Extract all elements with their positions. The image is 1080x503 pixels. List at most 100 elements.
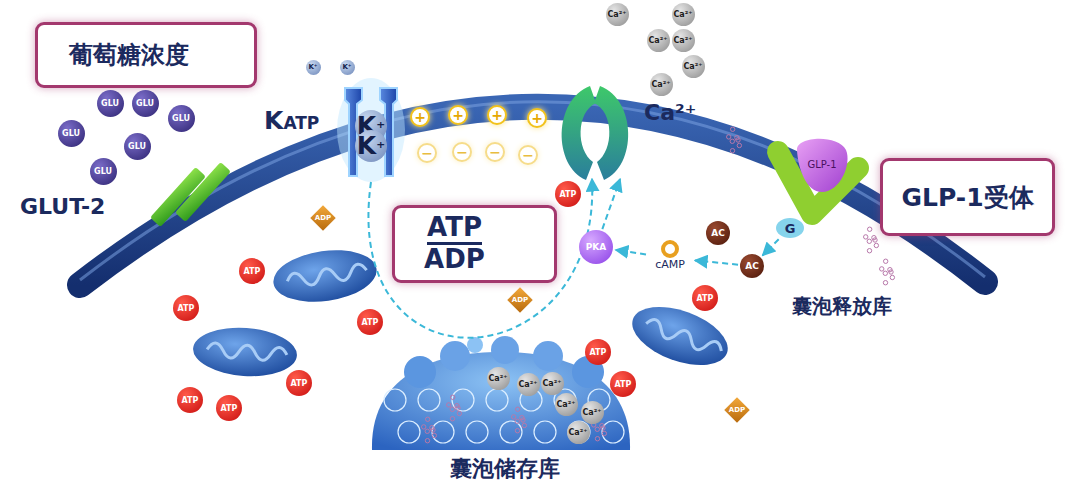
node-text: ATP bbox=[178, 304, 195, 313]
insulin-granule bbox=[425, 439, 429, 443]
node-text: Ca²⁺ bbox=[674, 36, 693, 45]
insulin-granule bbox=[447, 403, 451, 407]
node-text: GLU bbox=[172, 114, 190, 123]
node-text: PKA bbox=[586, 242, 607, 252]
signal-arrow bbox=[763, 239, 779, 255]
node-text: 葡萄糖浓度 bbox=[69, 39, 189, 71]
insulin-granule bbox=[425, 417, 429, 421]
insulin-granule bbox=[730, 139, 734, 143]
node-text: G bbox=[785, 221, 796, 236]
node-text: + bbox=[452, 107, 464, 123]
glp1-ligand: GLP-1 bbox=[800, 152, 844, 180]
insulin-granule bbox=[867, 227, 871, 231]
node-text: ATP bbox=[427, 213, 482, 245]
node-text: GLU bbox=[94, 167, 112, 176]
pool-label: 囊泡释放库 bbox=[792, 293, 892, 320]
atp-molecule: ATP bbox=[216, 395, 242, 421]
node-text: ATP bbox=[244, 267, 261, 276]
vesicle bbox=[602, 421, 624, 443]
insulin-granule bbox=[867, 239, 871, 243]
node-text: GLP-1受体 bbox=[901, 181, 1033, 214]
calcium-ion: Ca²⁺ bbox=[606, 3, 629, 26]
insulin-granule bbox=[457, 411, 461, 415]
node-text: ADP bbox=[512, 296, 528, 304]
vesicle bbox=[452, 389, 474, 411]
potassium-ion: K⁺ bbox=[306, 60, 321, 75]
atp-molecule: ATP bbox=[177, 387, 203, 413]
atp-molecule: ATP bbox=[173, 295, 199, 321]
negative-charge: − bbox=[452, 142, 472, 162]
glut2-channel bbox=[150, 162, 231, 227]
node-text: ATP bbox=[182, 396, 199, 405]
glucose-molecule: GLU bbox=[97, 90, 124, 117]
signal-arrow bbox=[695, 260, 738, 264]
node-text: Ca²⁺ bbox=[489, 374, 508, 383]
insulin-granule bbox=[874, 243, 878, 247]
node-text: Ca²⁺ bbox=[644, 100, 696, 125]
positive-charge: + bbox=[487, 105, 507, 125]
calcium-ion: Ca²⁺ bbox=[647, 29, 670, 52]
g-protein: G bbox=[776, 218, 804, 238]
insulin-granule bbox=[450, 407, 454, 411]
ratio-box: ATPADP bbox=[392, 205, 557, 283]
insulin-granule bbox=[512, 415, 516, 419]
node-text: Ca²⁺ bbox=[652, 80, 671, 89]
atp-molecule: ATP bbox=[555, 181, 581, 207]
node-text: ADP bbox=[315, 214, 331, 222]
protein-kinase-a: PKA bbox=[579, 230, 613, 264]
insulin-granule bbox=[880, 267, 884, 271]
node-text: Ca²⁺ bbox=[674, 10, 693, 19]
node-text: + bbox=[491, 107, 503, 123]
adenylate-cyclase: AC bbox=[706, 221, 730, 245]
potassium-ion: K⁺ bbox=[355, 130, 387, 162]
node-text: − bbox=[421, 145, 433, 161]
adp-molecule: ADP bbox=[311, 206, 335, 230]
node-text: ADP bbox=[424, 245, 485, 275]
node-text: cAMP bbox=[655, 258, 685, 271]
insulin-granule bbox=[888, 267, 892, 271]
vesicle bbox=[418, 389, 440, 411]
node-text: K⁺ bbox=[308, 63, 317, 71]
katp-channel bbox=[337, 78, 405, 182]
cell-membrane bbox=[80, 102, 985, 285]
calcium-ion: Ca²⁺ bbox=[487, 367, 510, 390]
atp-molecule: ATP bbox=[239, 258, 265, 284]
calcium-ion: Ca²⁺ bbox=[682, 55, 705, 78]
camp-messenger: cAMP bbox=[648, 238, 692, 278]
node-text: GLU bbox=[101, 99, 119, 108]
vesicle bbox=[398, 421, 420, 443]
negative-charge: − bbox=[485, 142, 505, 162]
node-text: + bbox=[414, 109, 426, 125]
insulin-granule bbox=[864, 235, 868, 239]
node-text: K⁺ bbox=[357, 131, 385, 160]
node-text: Ca²⁺ bbox=[569, 428, 588, 437]
node-text: + bbox=[531, 110, 543, 126]
insulin-granule bbox=[883, 259, 887, 263]
vesicle bbox=[486, 389, 508, 411]
node-text: Ca²⁺ bbox=[684, 62, 703, 71]
insulin-granule bbox=[430, 425, 434, 429]
calcium-ion: Ca²⁺ bbox=[672, 29, 695, 52]
atp-molecule: ATP bbox=[286, 370, 312, 396]
mitochondria bbox=[191, 244, 735, 380]
atp-molecule: ATP bbox=[610, 371, 636, 397]
insulin-granule bbox=[730, 149, 734, 153]
calcium-channel bbox=[562, 86, 629, 180]
node-text: Ca²⁺ bbox=[543, 379, 562, 388]
glut2-transporter: GLUT-2 bbox=[18, 188, 148, 228]
node-text: ATP bbox=[291, 379, 308, 388]
node-text: ATP bbox=[697, 294, 714, 303]
glucose-molecule: GLU bbox=[90, 158, 117, 185]
insulin-granule bbox=[450, 395, 454, 399]
adenylate-cyclase: AC bbox=[740, 254, 764, 278]
node-text: ATP bbox=[590, 348, 607, 357]
condition-box: 葡萄糖浓度 bbox=[35, 22, 257, 88]
signal-arrow bbox=[602, 179, 620, 229]
node-text: K⁺ bbox=[342, 63, 351, 71]
camp-ring bbox=[663, 242, 677, 256]
negative-charge: − bbox=[518, 145, 538, 165]
insulin-granule bbox=[432, 433, 436, 437]
glucose-molecule: GLU bbox=[58, 120, 85, 147]
glucose-molecule: GLU bbox=[168, 105, 195, 132]
